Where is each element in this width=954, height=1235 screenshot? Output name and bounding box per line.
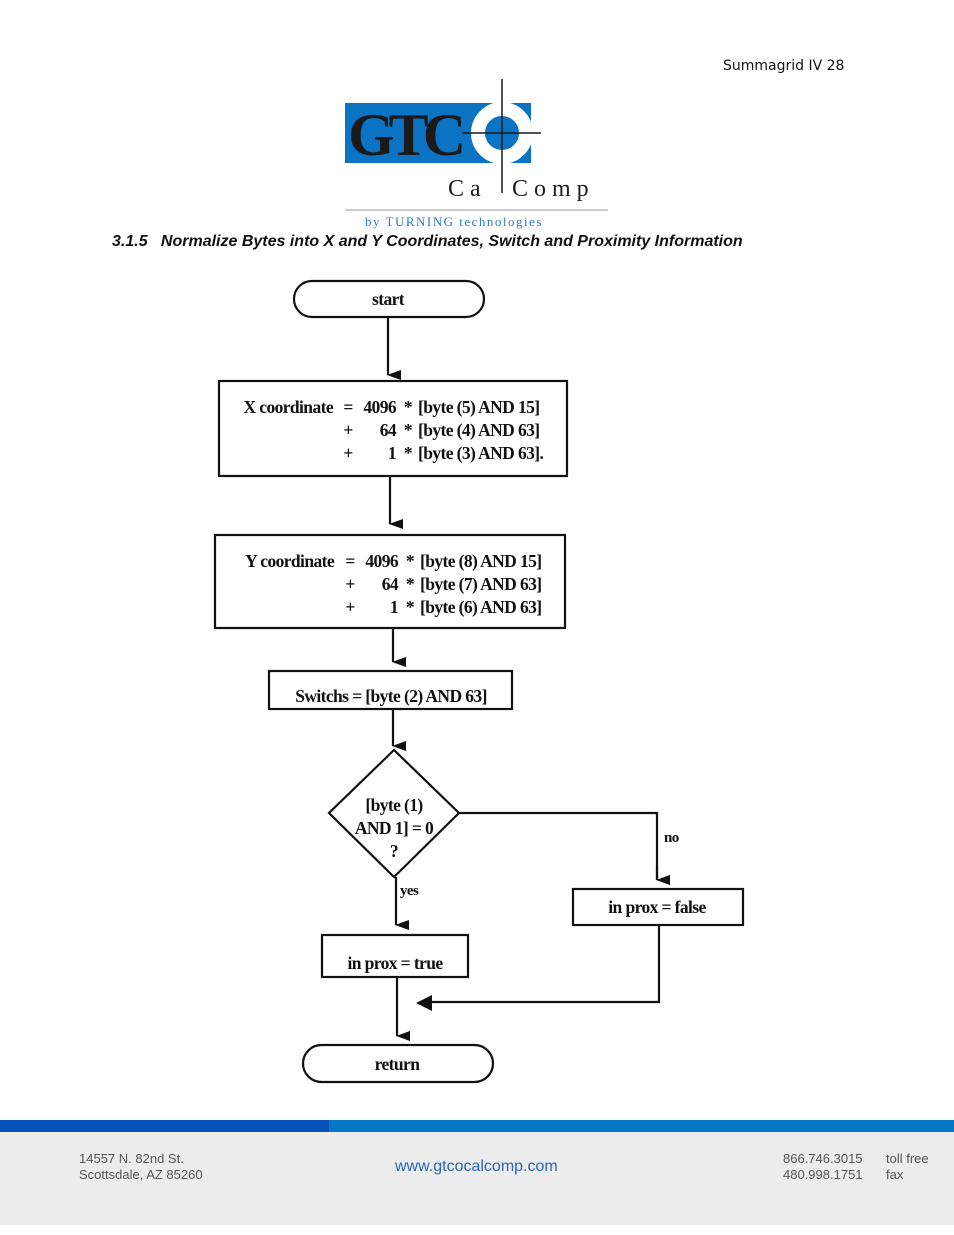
decision-line: ? <box>390 841 398 861</box>
y-expr: [byte (6) AND 63] <box>420 597 542 617</box>
prox-true-box <box>320 933 470 979</box>
no-label: no <box>664 830 679 846</box>
y-times: * <box>406 551 415 571</box>
fax-number: 480.998.1751 <box>783 1167 863 1182</box>
x-mult: 1 <box>388 443 396 463</box>
footer-phones: 866.746.3015 480.998.1751 <box>783 1151 863 1183</box>
y-op: + <box>345 574 355 594</box>
footer <box>0 1132 954 1225</box>
x-op: + <box>343 420 353 440</box>
y-mult: 64 <box>382 574 399 594</box>
y-op: + <box>345 597 355 617</box>
x-expr: [byte (3) AND 63]. <box>418 443 544 463</box>
x-coordinate-box <box>217 379 569 478</box>
x-times: * <box>404 397 413 417</box>
y-mult: 4096 <box>365 551 398 571</box>
x-op: + <box>343 443 353 463</box>
x-times: * <box>404 443 413 463</box>
y-mult: 1 <box>390 597 398 617</box>
page-label: Summagrid IV 28 <box>723 58 845 74</box>
switch-box <box>267 669 514 711</box>
x-mult: 64 <box>380 420 397 440</box>
return-terminal <box>301 1043 495 1084</box>
x-expr: [byte (5) AND 15] <box>418 397 540 417</box>
gtco-calcomp-logo: GTC Ca Comp by TURNING technologies <box>345 79 608 229</box>
logo-gtco-text: GTC <box>348 102 462 168</box>
logo-ca-text: Ca <box>448 176 487 202</box>
yes-label: yes <box>400 883 419 899</box>
footer-bar-dark <box>0 1120 329 1132</box>
address-line: 14557 N. 82nd St. <box>79 1151 184 1166</box>
x-op: = <box>343 397 352 417</box>
y-expr: [byte (8) AND 15] <box>420 551 542 571</box>
x-label: X coordinate <box>243 397 333 417</box>
prox-false-label: in prox = false <box>608 897 706 917</box>
y-coordinate-box <box>213 533 567 630</box>
x-expr: [byte (4) AND 63] <box>418 420 540 440</box>
tollfree-number: 866.746.3015 <box>783 1151 863 1166</box>
start-label: start <box>372 289 405 309</box>
flowchart: start X coordinate = 4096 * [byte (5) AN… <box>213 279 745 1084</box>
prox-true-label: in prox = true <box>347 953 443 973</box>
decision-diamond <box>327 748 461 879</box>
fax-label: fax <box>886 1167 904 1182</box>
x-times: * <box>404 420 413 440</box>
logo-comp-text: Comp <box>512 176 595 202</box>
y-times: * <box>406 574 415 594</box>
address-line: Scottsdale, AZ 85260 <box>79 1167 203 1182</box>
footer-phone-labels: toll free fax <box>886 1151 929 1183</box>
return-label: return <box>375 1054 421 1074</box>
merge-connector <box>430 925 661 1004</box>
decision-line: [byte (1) <box>365 795 423 815</box>
y-expr: [byte (7) AND 63] <box>420 574 542 594</box>
no-connector <box>459 811 659 880</box>
switch-label: Switchs = [byte (2) AND 63] <box>295 686 487 706</box>
section-title: 3.1.5 Normalize Bytes into X and Y Coord… <box>112 233 743 250</box>
decision-line: AND 1] = 0 <box>355 818 434 838</box>
tollfree-label: toll free <box>886 1151 929 1166</box>
x-mult: 4096 <box>363 397 396 417</box>
y-times: * <box>406 597 415 617</box>
footer-address: 14557 N. 82nd St. Scottsdale, AZ 85260 <box>79 1151 203 1183</box>
footer-bar-light <box>329 1120 954 1132</box>
y-label: Y coordinate <box>245 551 335 571</box>
y-op: = <box>345 551 354 571</box>
logo-tagline: by TURNING technologies <box>365 214 543 229</box>
website-link[interactable]: www.gtcocalcomp.com <box>395 1158 558 1175</box>
